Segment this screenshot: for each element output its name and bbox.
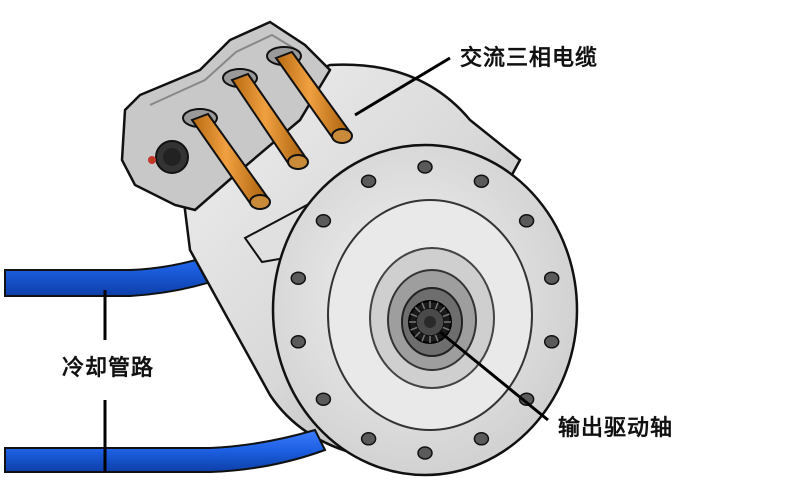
spline-tooth	[434, 334, 439, 342]
spline-tooth	[421, 302, 426, 310]
flange-bolt-icon	[290, 271, 307, 285]
spline-tooth	[442, 326, 450, 331]
phase-cable-2-end	[287, 154, 309, 170]
spline-tooth	[414, 331, 421, 338]
terminal-box-ridge	[149, 33, 301, 106]
spline-tooth	[410, 326, 418, 331]
flange-bolts	[290, 160, 560, 460]
flange-bolt-icon	[543, 271, 560, 285]
flange-bolt-icon	[360, 432, 377, 446]
spline-tooth	[442, 313, 450, 318]
flange-bolt-icon	[360, 174, 377, 188]
leader-line-cable	[354, 56, 451, 117]
spline-tooth	[410, 313, 418, 318]
spline-tooth	[421, 334, 426, 342]
spline-tooth	[414, 306, 421, 313]
phase-cable-3-end	[331, 128, 353, 144]
flange-bolt-icon	[417, 160, 433, 174]
flange-bolt-icon	[315, 214, 332, 228]
leader-line-shaft	[439, 330, 549, 422]
flange-bolt-icon	[518, 214, 535, 228]
flange-bolt-icon	[543, 335, 560, 349]
flange-bolt-icon	[473, 174, 490, 188]
flange-bolt-icon	[315, 392, 332, 406]
cooling-pipe-lower	[4, 428, 327, 473]
sensor-connector-core	[163, 148, 181, 166]
flange-bolt-icon	[518, 392, 535, 406]
spline-tooth	[439, 306, 446, 313]
flange-bolt-icon	[290, 335, 307, 349]
spline-tooth	[434, 302, 439, 310]
label-shaft: 输出驱动轴	[556, 410, 676, 442]
label-cooling: 冷却管路	[60, 350, 157, 382]
phase-cable-1-end	[249, 194, 271, 210]
flange-bolt-icon	[473, 432, 490, 446]
flange-bolt-icon	[417, 446, 433, 460]
sensor-indicator-icon	[148, 156, 156, 164]
label-cable: 交流三相电缆	[458, 40, 601, 72]
